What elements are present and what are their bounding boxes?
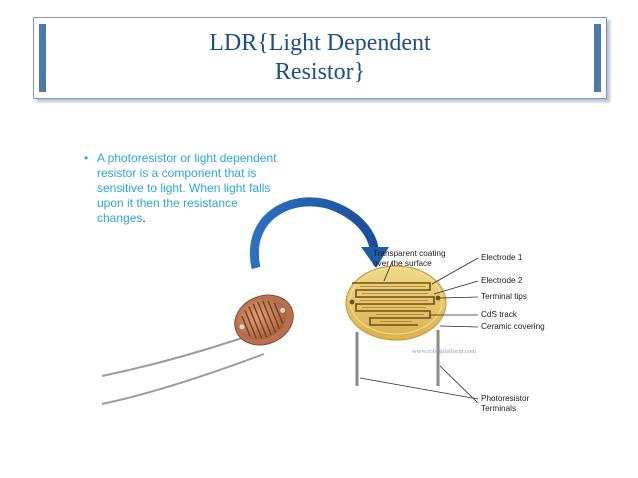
watermark: www.robotplatform.com xyxy=(412,348,477,355)
label-terminals-line-2: Terminals xyxy=(481,404,517,413)
leader-lines xyxy=(359,257,479,404)
label-terminal-tips: Terminal tips xyxy=(481,292,527,301)
label-cds-track: CdS track xyxy=(481,310,517,319)
label-transparent-coating: Transparent coating over the surface xyxy=(373,249,446,269)
title-box: LDR{Light Dependent Resistor} xyxy=(33,17,607,99)
title-accent-bar-left xyxy=(39,24,46,92)
label-electrode-2: Electrode 2 xyxy=(481,276,523,285)
bullet-item: • A photoresistor or light dependent res… xyxy=(84,151,287,226)
label-terminals-line-1: Photoresistor xyxy=(481,394,530,403)
cds-track-pattern xyxy=(352,282,435,326)
title-accent-bar-right xyxy=(594,24,601,92)
bullet-marker: • xyxy=(84,151,89,165)
curved-arrow xyxy=(249,197,389,269)
ldr-component-photo xyxy=(101,294,294,405)
slide-title-line-1: LDR{Light Dependent xyxy=(209,30,431,56)
slide-title: LDR{Light Dependent Resistor} xyxy=(34,29,606,87)
label-coating-line-2: over the surface xyxy=(373,259,432,268)
label-photoresistor-terminals: Photoresistor Terminals xyxy=(481,394,529,414)
bullet-text: A photoresistor or light dependent resis… xyxy=(97,151,277,225)
label-coating-line-1: Transparent coating xyxy=(373,249,446,258)
bullet-period: . xyxy=(142,211,146,225)
label-ceramic-covering: Ceramic covering xyxy=(481,322,545,331)
ldr-schematic xyxy=(345,265,447,386)
slide-title-line-2: Resistor} xyxy=(274,59,366,85)
label-electrode-1: Electrode 1 xyxy=(481,253,523,262)
